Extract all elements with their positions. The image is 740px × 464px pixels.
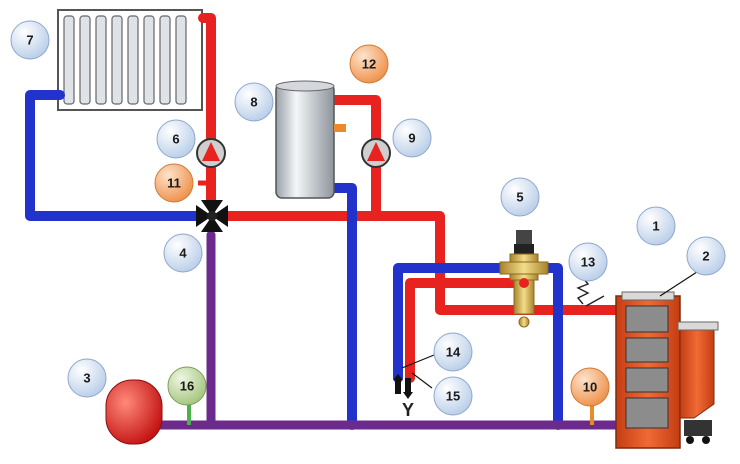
radiator	[57, 9, 203, 111]
four-way-valve	[196, 200, 228, 232]
svg-text:14: 14	[446, 345, 461, 360]
return-pipes	[25, 90, 563, 430]
circulation-pump-tank	[361, 138, 391, 168]
temperature-sensor-12	[334, 124, 346, 132]
leader-lines	[401, 269, 701, 389]
svg-text:3: 3	[83, 371, 90, 386]
expansion-tank	[105, 379, 163, 445]
svg-text:11: 11	[167, 176, 181, 191]
svg-text:6: 6	[172, 132, 179, 147]
badge-16: 16	[167, 366, 207, 406]
y-symbol: Y	[402, 400, 414, 420]
supply-pipes	[198, 13, 630, 383]
svg-text:7: 7	[26, 33, 33, 48]
storage-tank	[275, 80, 346, 199]
badge-12: 12	[349, 44, 389, 84]
three-way-valve	[499, 230, 549, 328]
svg-text:4: 4	[179, 246, 187, 261]
badge-1: 1	[636, 206, 676, 246]
mixed-pipes	[155, 230, 630, 430]
circulation-pump-radiator	[196, 138, 226, 168]
badge-2: 2	[686, 236, 726, 276]
svg-text:13: 13	[581, 255, 595, 270]
badge-13: 13	[568, 242, 608, 282]
badge-10: 10	[570, 367, 610, 407]
flow-arrows: Y	[393, 374, 414, 420]
svg-text:8: 8	[250, 95, 257, 110]
badge-7: 7	[10, 20, 50, 60]
badge-5: 5	[500, 177, 540, 217]
solid-fuel-boiler	[615, 291, 719, 449]
badge-15: 15	[433, 376, 473, 416]
svg-text:15: 15	[446, 389, 460, 404]
svg-text:10: 10	[583, 380, 597, 395]
svg-text:5: 5	[516, 190, 523, 205]
badge-3: 3	[67, 358, 107, 398]
svg-text:16: 16	[180, 379, 194, 394]
safety-valve-symbol	[576, 277, 605, 307]
badge-6: 6	[156, 119, 196, 159]
svg-text:1: 1	[652, 219, 659, 234]
svg-text:2: 2	[702, 249, 709, 264]
badge-8: 8	[234, 82, 274, 122]
svg-text:12: 12	[362, 57, 376, 72]
badge-4: 4	[163, 233, 203, 273]
badge-11: 11	[154, 163, 194, 203]
svg-text:9: 9	[408, 131, 415, 146]
badge-9: 9	[392, 118, 432, 158]
badge-14: 14	[433, 332, 473, 372]
